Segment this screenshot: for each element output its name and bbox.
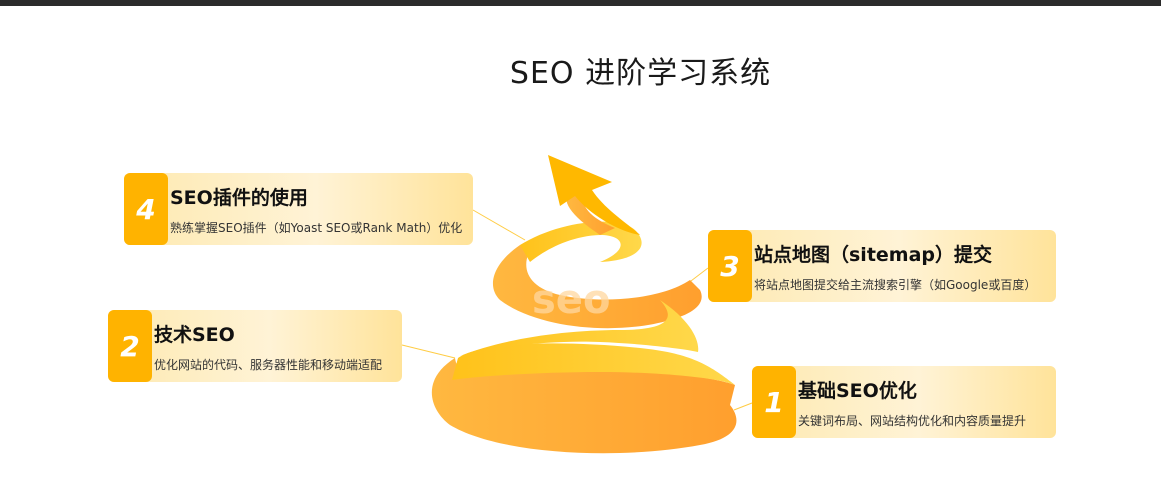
step-card-2: 2 技术SEO 优化网站的代码、服务器性能和移动端适配 [108, 310, 402, 382]
step-card-1: 1 基础SEO优化 关键词布局、网站结构优化和内容质量提升 [752, 366, 1056, 438]
top-bar [0, 0, 1161, 6]
spiral-text: seo [532, 277, 610, 323]
spiral-upper-back [566, 190, 615, 235]
step-number-4: 4 [124, 173, 168, 245]
step-card-4: 4 SEO插件的使用 熟练掌握SEO插件（如Yoast SEO或Rank Mat… [124, 173, 473, 245]
step-title-1: 基础SEO优化 [798, 380, 917, 402]
connector-2 [401, 344, 456, 359]
step-number-1: 1 [752, 366, 796, 438]
step-title-4: SEO插件的使用 [170, 187, 308, 209]
step-number-3: 3 [708, 230, 752, 302]
spiral-middle-back [492, 245, 702, 329]
connector-4 [472, 209, 526, 241]
connector-1 [733, 402, 753, 411]
spiral-arrow [548, 155, 640, 235]
step-desc-2: 优化网站的代码、服务器性能和移动端适配 [154, 358, 383, 372]
step-title-3: 站点地图（sitemap）提交 [754, 244, 993, 266]
step-desc-1: 关键词布局、网站结构优化和内容质量提升 [798, 414, 1027, 428]
spiral-upper-ribbon [520, 221, 642, 262]
step-card-3: 3 站点地图（sitemap）提交 将站点地图提交给主流搜索引擎（如Google… [708, 230, 1056, 302]
step-desc-3: 将站点地图提交给主流搜索引擎（如Google或百度） [754, 278, 1037, 292]
page-title: SEO 进阶学习系统 [509, 56, 772, 91]
spiral-bottom-back [431, 358, 737, 454]
spiral-bottom-front [452, 343, 735, 385]
spiral-middle-front [460, 300, 699, 356]
step-number-2: 2 [108, 310, 152, 382]
step-desc-4: 熟练掌握SEO插件（如Yoast SEO或Rank Math）优化 [170, 221, 463, 235]
step-title-2: 技术SEO [154, 324, 235, 346]
